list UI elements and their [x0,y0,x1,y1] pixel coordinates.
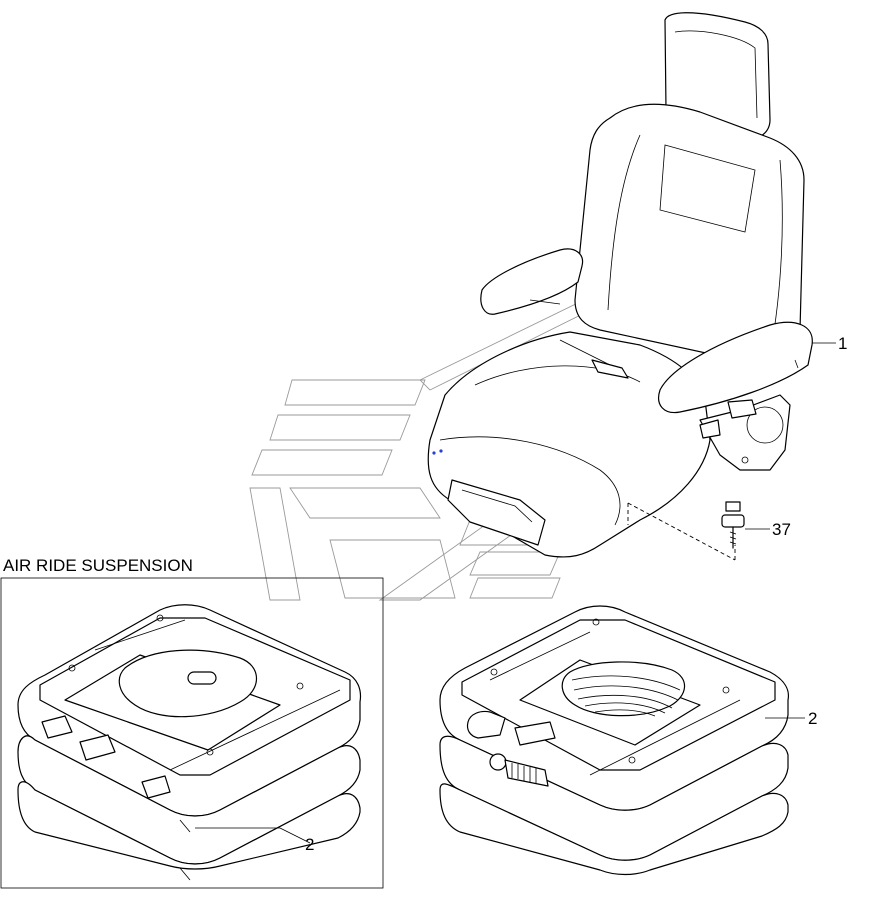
air-ride-frame [0,577,384,889]
callout-suspension-left-label: 2 [305,835,314,854]
spring-suspension [439,605,805,876]
callout-bolt-label: 37 [772,520,791,539]
bolt-part [721,501,770,549]
operator-seat [427,12,813,561]
air-ride-suspension [17,604,362,881]
section-title: AIR RIDE SUSPENSION [3,556,193,575]
callout-seat-label: 1 [838,334,847,353]
callout-suspension-right-label: 2 [808,709,817,728]
